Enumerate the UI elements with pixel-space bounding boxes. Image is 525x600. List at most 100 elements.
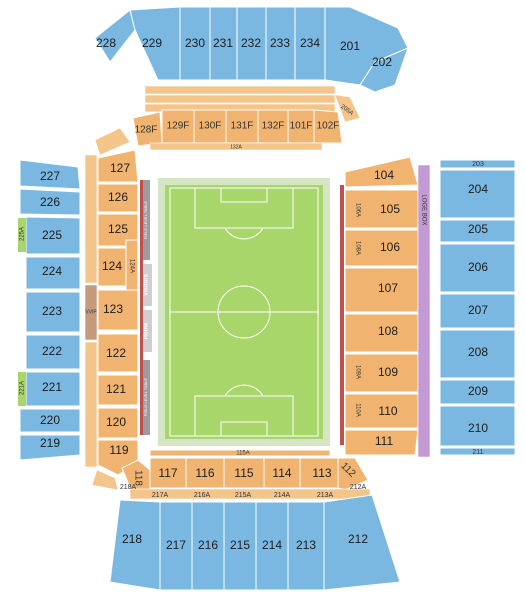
section-label: 118 bbox=[132, 470, 143, 486]
section-202[interactable] bbox=[359, 47, 409, 93]
section-112[interactable] bbox=[337, 457, 369, 491]
section-label: 116 bbox=[195, 466, 214, 480]
section-label: 124 bbox=[102, 259, 122, 273]
section-225a[interactable] bbox=[18, 218, 26, 252]
section-label: 113 bbox=[312, 466, 331, 480]
section-label: 126 bbox=[108, 190, 128, 204]
section-label: 121 bbox=[106, 382, 126, 396]
vvip-box[interactable] bbox=[84, 284, 98, 341]
section-111[interactable] bbox=[344, 429, 419, 456]
section-label: 206 bbox=[468, 260, 488, 274]
section-129f[interactable] bbox=[161, 109, 195, 144]
west-box-strips bbox=[84, 127, 131, 491]
section-205[interactable] bbox=[439, 219, 516, 243]
section-132f[interactable] bbox=[257, 109, 289, 144]
section-124[interactable] bbox=[97, 247, 127, 287]
section-206[interactable] bbox=[439, 243, 516, 293]
section-130f[interactable] bbox=[193, 109, 227, 144]
section-204[interactable] bbox=[439, 169, 516, 219]
section-102f[interactable] bbox=[313, 109, 343, 144]
section-207[interactable] bbox=[439, 293, 516, 329]
section-229[interactable] bbox=[129, 6, 181, 81]
section-214[interactable] bbox=[255, 501, 289, 591]
field-level-table-lower[interactable] bbox=[142, 360, 150, 435]
field-level-west bbox=[140, 180, 152, 435]
lower-west-sections bbox=[97, 149, 151, 493]
section-211[interactable] bbox=[439, 447, 516, 456]
section-label: 230 bbox=[185, 36, 205, 50]
section-220[interactable] bbox=[19, 408, 81, 433]
section-224[interactable] bbox=[25, 256, 81, 290]
walkway-label: 115A bbox=[236, 451, 250, 457]
section-127[interactable] bbox=[97, 149, 139, 183]
section-label: 110 bbox=[378, 404, 397, 418]
section-106[interactable] bbox=[344, 229, 419, 267]
walkway-label: 218A bbox=[120, 484, 137, 491]
section-label: 119 bbox=[109, 443, 128, 457]
section-203[interactable] bbox=[439, 159, 516, 169]
section-223[interactable] bbox=[25, 291, 81, 333]
section-121[interactable] bbox=[97, 374, 139, 406]
section-label: 232 bbox=[241, 36, 261, 50]
aisle-label: 221A bbox=[20, 381, 26, 395]
section-226[interactable] bbox=[19, 188, 81, 216]
section-label: 102F bbox=[317, 121, 340, 132]
section-205a[interactable] bbox=[334, 94, 361, 123]
west-box-strip-upper[interactable] bbox=[84, 154, 98, 284]
section-123[interactable] bbox=[97, 289, 139, 331]
field-seat-row-a[interactable] bbox=[144, 85, 336, 95]
field-seat-row-b[interactable] bbox=[144, 94, 336, 104]
section-213[interactable] bbox=[287, 501, 325, 591]
section-label: 115 bbox=[234, 466, 253, 480]
section-label: 212 bbox=[348, 532, 368, 546]
field-level-table-upper[interactable] bbox=[142, 180, 150, 260]
center-circle bbox=[217, 285, 271, 339]
west-corner-top[interactable] bbox=[94, 127, 131, 156]
section-221[interactable] bbox=[25, 371, 81, 407]
aisle-label: 109A bbox=[354, 365, 360, 379]
field-level-label: FIELD LEVEL TABLE bbox=[143, 378, 148, 416]
section-120[interactable] bbox=[97, 407, 139, 439]
section-label: 107 bbox=[378, 281, 398, 295]
section-label: 203 bbox=[472, 161, 484, 168]
section-209[interactable] bbox=[439, 379, 516, 405]
section-label: 218 bbox=[122, 532, 142, 546]
section-219[interactable] bbox=[19, 434, 81, 461]
section-222[interactable] bbox=[25, 334, 81, 370]
section-label: 108 bbox=[378, 324, 398, 338]
upper-west-sections bbox=[18, 159, 81, 461]
section-126[interactable] bbox=[97, 183, 139, 213]
aisle-label: 108A bbox=[354, 241, 360, 255]
aisle-label: 225A bbox=[20, 227, 26, 241]
section-122[interactable] bbox=[97, 333, 139, 373]
section-label: 234 bbox=[300, 36, 320, 50]
section-217[interactable] bbox=[159, 501, 193, 591]
section-label: 117 bbox=[158, 466, 177, 480]
section-210[interactable] bbox=[439, 405, 516, 447]
section-label: 128F bbox=[135, 125, 158, 136]
section-label: 132F bbox=[262, 121, 285, 132]
penalty-arc-north bbox=[224, 227, 264, 240]
section-115[interactable] bbox=[223, 457, 265, 489]
section-116[interactable] bbox=[185, 457, 225, 489]
section-212[interactable] bbox=[323, 494, 401, 591]
walkway-label: 216A bbox=[194, 492, 211, 499]
loge-box-strip[interactable] bbox=[417, 164, 431, 458]
section-227[interactable] bbox=[19, 159, 81, 190]
west-corner-bottom[interactable] bbox=[91, 469, 119, 491]
section-208[interactable] bbox=[439, 329, 516, 379]
section-label: 120 bbox=[106, 415, 126, 429]
section-216[interactable] bbox=[191, 501, 225, 591]
section-221a[interactable] bbox=[18, 372, 26, 406]
section-label: 217 bbox=[166, 538, 186, 552]
north-field-seats bbox=[144, 85, 361, 123]
visitors-bench bbox=[142, 264, 152, 306]
section-117[interactable] bbox=[149, 457, 187, 489]
section-label: 209 bbox=[468, 384, 488, 398]
section-label: 105 bbox=[380, 202, 400, 216]
section-label: 130F bbox=[199, 121, 222, 132]
section-label: 223 bbox=[42, 304, 62, 318]
loge-box-label: LOGE BOX bbox=[420, 194, 426, 225]
west-box-strip-lower[interactable] bbox=[84, 341, 98, 468]
